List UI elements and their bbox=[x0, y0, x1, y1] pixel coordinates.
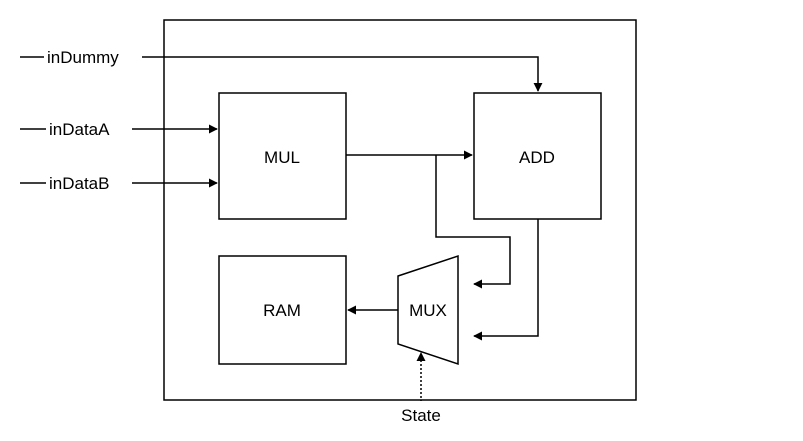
input-label-indummy: inDummy bbox=[47, 48, 119, 67]
add-label: ADD bbox=[519, 148, 555, 167]
input-label-indataa: inDataA bbox=[49, 120, 110, 139]
wire-indummy-to-add bbox=[20, 56, 543, 92]
wire-mul-to-mux bbox=[435, 155, 511, 289]
mux-label: MUX bbox=[409, 301, 447, 320]
mux-block bbox=[397, 254, 459, 366]
state-arrowhead bbox=[416, 352, 426, 361]
input-label-indatab: inDataB bbox=[49, 174, 109, 193]
ram-block bbox=[218, 255, 347, 365]
wire-add-to-mux bbox=[473, 219, 539, 341]
ram-label: RAM bbox=[263, 301, 301, 320]
mul-label: MUL bbox=[264, 148, 300, 167]
mul-block bbox=[218, 92, 347, 220]
input-label-state: State bbox=[401, 406, 441, 425]
add-block bbox=[473, 92, 602, 220]
